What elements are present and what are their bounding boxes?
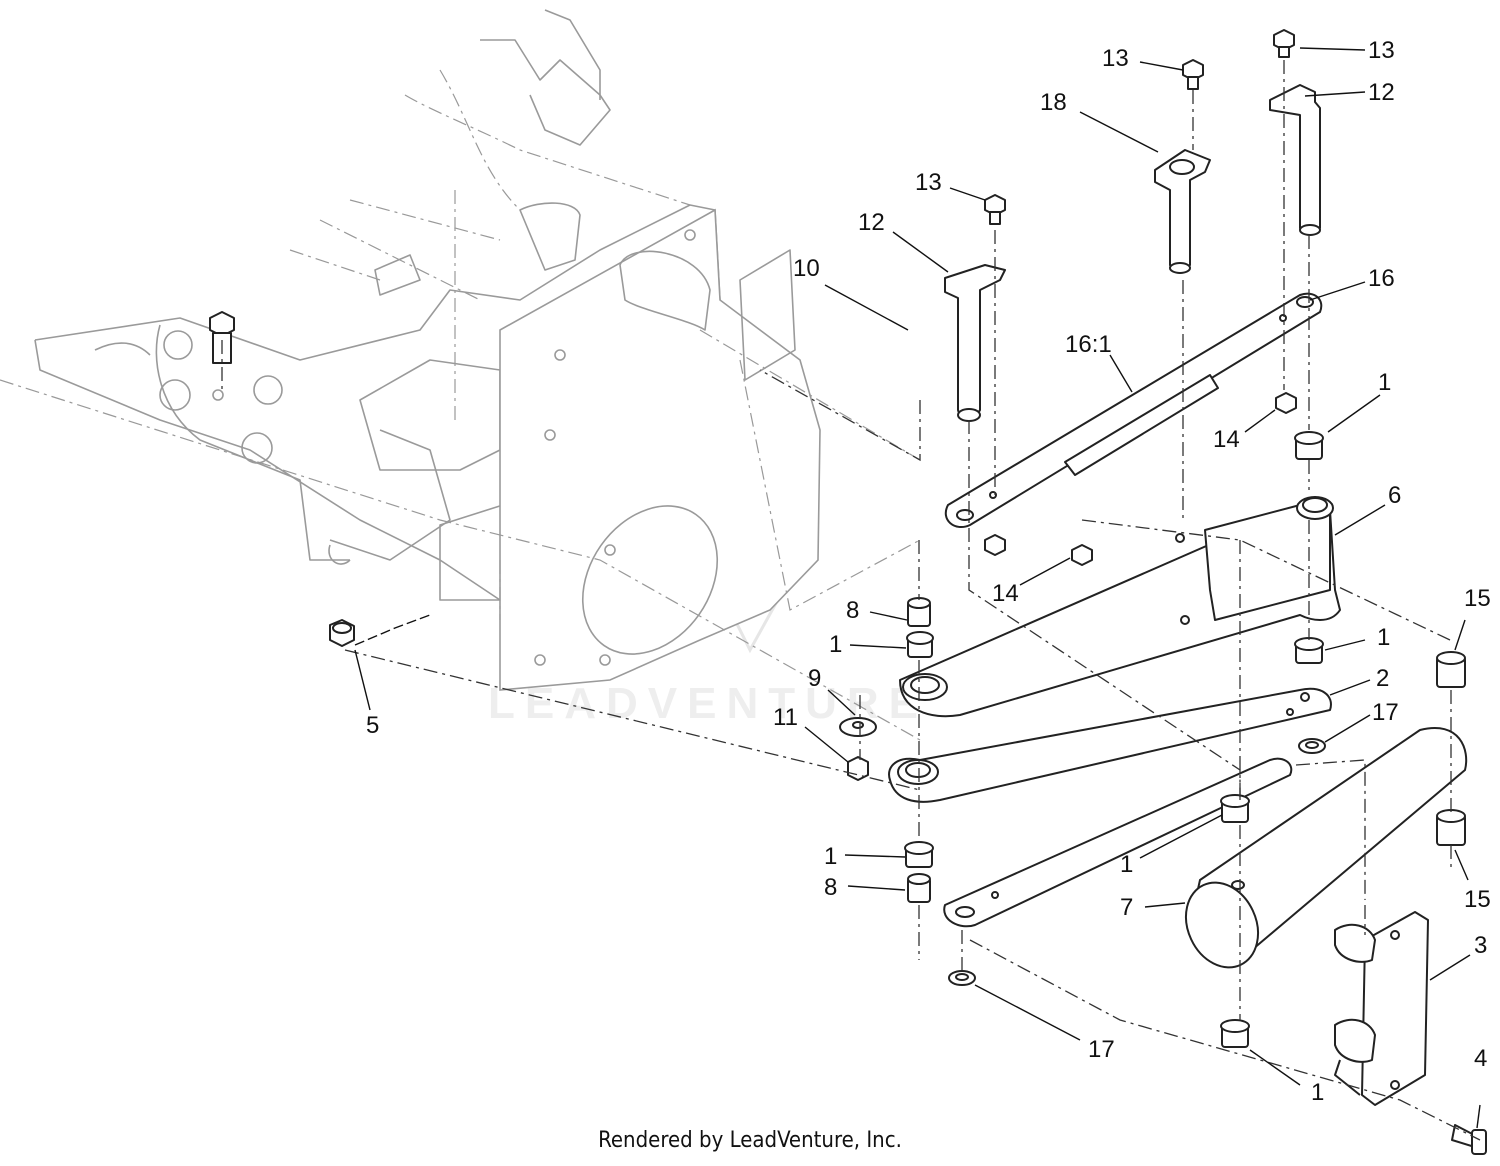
callout-4: 4 (1474, 1045, 1487, 1072)
callout-labels: 13 13 12 18 13 12 10 16 16:1 1 14 6 14 8… (366, 37, 1491, 1106)
callout-17: 17 (1372, 699, 1399, 726)
callout-3: 3 (1474, 932, 1487, 959)
part-9-washer (839, 717, 877, 737)
part-17-clip-b (948, 970, 976, 986)
part-14-nut-c (1071, 544, 1093, 566)
callout-1: 1 (824, 843, 837, 870)
callout-leaders (354, 47, 1481, 1129)
part-10-bolt (209, 311, 235, 364)
part-17-clip-a (1298, 738, 1326, 754)
part-1-bushing-e (1220, 794, 1250, 823)
part-1-bushing-c (1294, 637, 1324, 664)
part-1-bushing-d (904, 841, 934, 868)
part-1-bushing-a (906, 631, 934, 658)
footer-credit: Rendered by LeadVenture, Inc. (598, 1128, 902, 1153)
callout-11: 11 (773, 704, 798, 731)
callout-7: 7 (1120, 894, 1133, 921)
callout-17: 17 (1088, 1036, 1115, 1063)
callout-15: 15 (1464, 585, 1491, 612)
callout-1: 1 (1120, 851, 1133, 878)
callout-1: 1 (1378, 369, 1391, 396)
callout-14: 14 (992, 580, 1019, 607)
callout-13: 13 (1102, 45, 1129, 72)
callout-12: 12 (1368, 79, 1395, 106)
callout-1: 1 (829, 631, 842, 658)
callout-13: 13 (1368, 37, 1395, 64)
callout-14: 14 (1213, 426, 1240, 453)
part-14-nut-a (1275, 392, 1297, 414)
part-15-bushing-bottom (1436, 809, 1466, 846)
callout-13: 13 (915, 169, 942, 196)
frame-assembly-ghost (0, 9, 921, 741)
callout-12: 12 (858, 209, 885, 236)
part-1-bushing-f (1220, 1019, 1250, 1048)
callout-16-1: 16:1 (1065, 331, 1112, 358)
callout-8: 8 (824, 874, 837, 901)
callout-6: 6 (1388, 482, 1401, 509)
part-13-bolt-a (984, 194, 1006, 225)
part-8-spacer-top (907, 597, 931, 627)
callout-9: 9 (808, 665, 821, 692)
part-1-bushing-b (1294, 431, 1324, 460)
part-18-pin-center (1154, 149, 1211, 274)
part-5-flange-nut (329, 614, 431, 647)
part-4-bolt (1451, 1124, 1487, 1155)
part-12-pin-left (944, 264, 1006, 422)
callout-16: 16 (1368, 265, 1395, 292)
part-13-bolt-c (1273, 29, 1295, 58)
callout-15: 15 (1464, 886, 1491, 913)
callout-18: 18 (1040, 89, 1067, 116)
part-12-pin-right (1269, 84, 1321, 236)
part-16-link-plate (944, 292, 1323, 528)
part-2-lower-arm (888, 687, 1332, 803)
part-3-bracket (1334, 911, 1429, 1106)
callout-1: 1 (1311, 1079, 1324, 1106)
callout-10: 10 (793, 255, 820, 282)
part-14-nut-b (984, 534, 1006, 556)
part-8-spacer-bottom (907, 873, 931, 903)
assembly-centerlines (221, 60, 1481, 1141)
part-13-bolt-b (1182, 59, 1204, 90)
part-11-nut (847, 756, 869, 781)
part-15-bushing-top (1436, 651, 1466, 688)
callout-8: 8 (846, 597, 859, 624)
callout-1: 1 (1377, 624, 1390, 651)
callout-5: 5 (366, 712, 379, 739)
part-6-upper-arm (899, 496, 1341, 718)
part-lower-link-bar (943, 757, 1293, 928)
callout-2: 2 (1376, 665, 1389, 692)
